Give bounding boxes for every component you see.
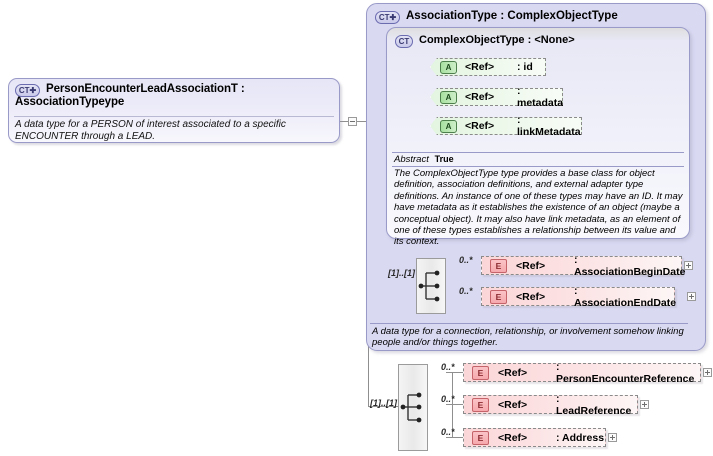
element-row[interactable]: E <Ref> : PersonEncounterReference xyxy=(463,360,701,385)
element-row[interactable]: E <Ref> : AssociationEndDate xyxy=(481,284,677,309)
root-type-title: PersonEncounterLeadAssociationT : Associ… xyxy=(15,83,245,108)
element-name: : PersonEncounterReference xyxy=(556,360,695,385)
root-type-box[interactable]: CT✚PersonEncounterLeadAssociationT : Ass… xyxy=(8,78,340,143)
attribute-icon: A xyxy=(440,60,457,74)
element-name: : AssociationEndDate xyxy=(574,284,677,309)
connector-derived-out-3 xyxy=(446,437,466,438)
left-type-collapse-toggle[interactable] xyxy=(348,117,357,126)
sequence-glyph xyxy=(418,270,440,302)
root-type-divider xyxy=(14,116,334,117)
association-type-title: AssociationType : ComplexObjectType xyxy=(406,10,618,22)
complex-object-type-documentation: The ComplexObjectType type provides a ba… xyxy=(394,168,683,248)
root-type-header: CT✚PersonEncounterLeadAssociationT : Ass… xyxy=(15,83,334,115)
root-type-documentation: A data type for a PERSON of interest ass… xyxy=(15,119,286,142)
complex-object-type-header: CT ComplexObjectType : <None> xyxy=(395,34,575,48)
attribute-ref: <Ref> xyxy=(465,91,495,103)
element-row[interactable]: E <Ref> : LeadReference xyxy=(463,392,638,417)
element-name: : LeadReference xyxy=(556,392,632,417)
element-icon: E xyxy=(472,365,489,380)
element-occurs: 0..* xyxy=(459,255,473,265)
connector-from-minus xyxy=(357,121,368,122)
abstract-row: Abstract True xyxy=(394,154,684,165)
attribute-icon: A xyxy=(440,90,457,104)
element-occurs: 0..* xyxy=(441,427,455,437)
abstract-divider-top xyxy=(392,152,684,153)
element-row[interactable]: E <Ref> : AssociationBeginDate xyxy=(481,253,686,278)
association-type-documentation: A data type for a connection, relationsh… xyxy=(372,326,684,349)
attribute-name: : id xyxy=(517,61,533,73)
element-expander-plus-icon[interactable] xyxy=(684,261,693,270)
complex-type-expand-icon[interactable]: CT✚ xyxy=(375,11,400,24)
element-expander-plus-icon[interactable] xyxy=(687,292,696,301)
element-ref: <Ref> xyxy=(498,398,528,411)
attribute-row[interactable]: A <Ref> : id xyxy=(430,58,546,76)
connector-derived-out-1 xyxy=(446,372,466,373)
element-expander-plus-icon[interactable] xyxy=(640,400,649,409)
element-row[interactable]: E <Ref> : Address xyxy=(463,428,606,447)
element-expander-plus-icon[interactable] xyxy=(608,433,617,442)
connector-left-stub xyxy=(340,121,348,122)
connector-trunk-to-derived-seq xyxy=(368,406,400,407)
attribute-row[interactable]: A <Ref> : metadata xyxy=(430,88,563,106)
connector-derived-out-2 xyxy=(446,404,466,405)
abstract-divider-bottom xyxy=(392,166,684,167)
element-occurs: 0..* xyxy=(459,286,473,296)
attribute-ref: <Ref> xyxy=(465,120,495,132)
element-occurs: 0..* xyxy=(441,394,455,404)
attribute-name: : metadata xyxy=(517,85,564,109)
attribute-icon: A xyxy=(440,119,457,133)
connector-derived-out-bus xyxy=(452,372,453,438)
abstract-value: True xyxy=(434,154,454,164)
element-icon: E xyxy=(472,430,489,445)
element-name: : Address xyxy=(556,431,605,444)
attribute-name: : linkMetadata xyxy=(517,114,581,138)
element-ref: <Ref> xyxy=(498,366,528,379)
element-ref: <Ref> xyxy=(516,290,546,303)
derived-sequence-compositor[interactable] xyxy=(398,364,428,451)
element-ref: <Ref> xyxy=(516,259,546,272)
association-sequence-cardinality: [1]..[1] xyxy=(388,268,415,278)
complex-object-type-title: ComplexObjectType : <None> xyxy=(419,34,575,46)
complex-type-icon: CT xyxy=(395,35,413,48)
association-doc-divider xyxy=(370,323,688,324)
element-icon: E xyxy=(490,289,507,304)
association-sequence-compositor[interactable] xyxy=(416,258,446,314)
complex-type-expand-icon[interactable]: CT✚ xyxy=(15,84,40,97)
sequence-glyph xyxy=(400,392,422,423)
attribute-ref: <Ref> xyxy=(465,61,495,73)
element-occurs: 0..* xyxy=(441,362,455,372)
derived-sequence-cardinality: [1]..[1] xyxy=(370,398,397,408)
element-icon: E xyxy=(490,258,507,273)
attribute-row[interactable]: A <Ref> : linkMetadata xyxy=(430,117,582,135)
element-ref: <Ref> xyxy=(498,431,528,444)
element-icon: E xyxy=(472,397,489,412)
element-name: : AssociationBeginDate xyxy=(574,253,686,278)
element-expander-plus-icon[interactable] xyxy=(703,368,712,377)
abstract-label: Abstract xyxy=(394,154,429,165)
association-type-header: CT✚ AssociationType : ComplexObjectType xyxy=(375,10,618,24)
